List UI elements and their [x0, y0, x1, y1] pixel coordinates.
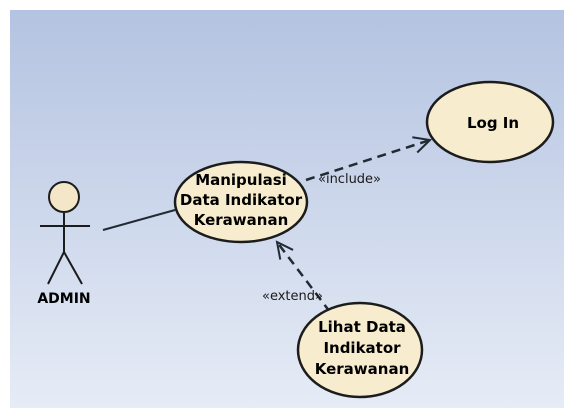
- actor-head: [48, 181, 80, 213]
- actor-admin[interactable]: ADMIN: [37, 181, 91, 307]
- actor-admin-label: ADMIN: [37, 291, 90, 307]
- actor-right-leg: [63, 251, 83, 285]
- usecase-lihat-line-1: Lihat Data: [318, 318, 406, 336]
- usecase-lihat[interactable]: Lihat Data Indikator Kerawanan: [296, 301, 424, 399]
- actor-left-leg: [47, 251, 65, 285]
- include-label: «include»: [318, 172, 381, 187]
- usecase-lihat-line-2: Indikator: [323, 339, 401, 357]
- association-line: [102, 209, 176, 231]
- usecase-manipulasi[interactable]: Manipulasi Data Indikator Kerawanan: [173, 160, 309, 244]
- usecase-manipulasi-line-2: Data Indikator: [180, 191, 303, 209]
- usecase-manipulasi-line-1: Manipulasi: [195, 171, 287, 189]
- usecase-lihat-line-3: Kerawanan: [315, 360, 410, 378]
- usecase-lihat-ellipse: [296, 301, 424, 399]
- include-line: [305, 140, 430, 182]
- usecase-login-line-1: Log In: [467, 114, 519, 132]
- usecase-login[interactable]: Log In: [425, 80, 555, 164]
- usecase-manipulasi-line-3: Kerawanan: [194, 211, 289, 229]
- usecase-login-ellipse: [425, 80, 555, 164]
- extend-label: «extend»: [262, 289, 323, 304]
- usecase-manipulasi-ellipse: [173, 160, 309, 244]
